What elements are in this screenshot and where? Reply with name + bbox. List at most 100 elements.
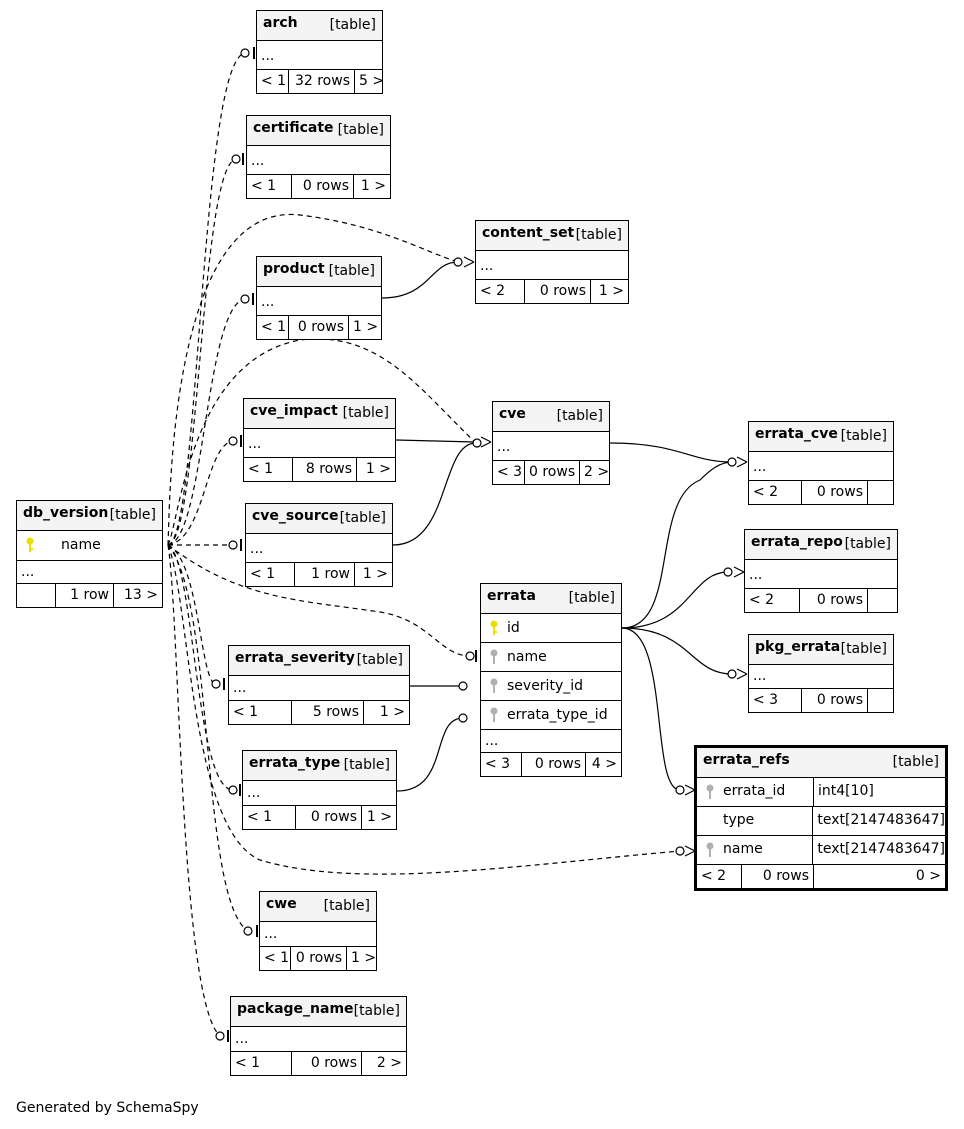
children-count[interactable] (867, 481, 893, 504)
parents-count[interactable]: < 1 (235, 1055, 261, 1071)
columns-ellipsis: ... (248, 436, 262, 452)
parents-count[interactable]: < 1 (261, 319, 287, 335)
children-count[interactable]: 4 > (585, 753, 621, 776)
children-count[interactable]: 1 > (363, 701, 409, 724)
edge-cve_impact-cve (395, 439, 476, 443)
table-name[interactable]: errata_severity (235, 650, 355, 666)
children-count[interactable] (867, 689, 893, 712)
children-count[interactable]: 13 > (113, 584, 162, 607)
children-count[interactable]: 1 > (356, 458, 395, 481)
table-type: [table] (109, 507, 156, 523)
parents-count[interactable]: < 1 (247, 809, 273, 825)
parents-count[interactable]: < 3 (485, 756, 511, 772)
zero-marker (211, 679, 221, 689)
children-count[interactable]: 1 > (354, 563, 392, 586)
table-name[interactable]: cve_source (252, 508, 339, 524)
parents-count[interactable]: < 3 (497, 464, 523, 480)
table-name[interactable]: errata_refs (703, 752, 790, 768)
parents-count[interactable]: < 2 (701, 868, 727, 884)
table-name[interactable]: certificate (253, 120, 334, 136)
table-name[interactable]: content_set (482, 225, 575, 241)
table-name[interactable]: errata_repo (751, 534, 843, 550)
table-name[interactable]: errata (487, 588, 536, 604)
columns-ellipsis: ... (21, 564, 35, 580)
zero-marker (723, 567, 733, 577)
parents-count[interactable]: < 3 (753, 692, 779, 708)
row-count: 0 rows (801, 481, 867, 504)
table-name[interactable]: product (263, 261, 325, 277)
children-count[interactable]: 1 > (348, 316, 381, 339)
table-name[interactable]: cve (499, 406, 526, 422)
edge-db_version-content_set (167, 214, 459, 546)
zero-marker (675, 785, 685, 795)
parents-count[interactable]: < 2 (753, 484, 779, 500)
row-count: 0 rows (291, 175, 353, 198)
primary-key-icon (490, 620, 498, 635)
foreign-key-icon (490, 678, 498, 693)
table-name[interactable]: arch (263, 15, 298, 31)
parents-count[interactable]: < 1 (233, 704, 259, 720)
zero-marker (231, 154, 241, 164)
columns-ellipsis: ... (235, 1031, 249, 1047)
parents-count[interactable]: < 1 (261, 73, 287, 89)
parents-count[interactable]: < 1 (250, 566, 276, 582)
row-count: 0 rows (288, 316, 348, 339)
parents-count[interactable]: < 1 (248, 461, 274, 477)
table-name[interactable]: package_name (237, 1001, 354, 1017)
table-name[interactable]: errata_type (249, 755, 341, 771)
column-name: errata_id (723, 783, 786, 799)
row-count: 0 rows (799, 589, 867, 612)
parents-count[interactable]: < 2 (749, 592, 775, 608)
row-count: 32 rows (288, 70, 354, 93)
table-name[interactable]: db_version (23, 505, 109, 521)
table-name[interactable]: cve_impact (250, 403, 338, 419)
parents-count[interactable]: < 1 (251, 178, 277, 194)
columns-ellipsis: ... (250, 541, 264, 557)
parents-count[interactable]: < 1 (264, 950, 290, 966)
column-row: id (481, 613, 621, 642)
children-count[interactable]: 1 > (590, 280, 628, 303)
children-count[interactable]: 1 > (346, 947, 376, 970)
table-name[interactable]: errata_cve (755, 426, 838, 442)
zero-marker (228, 785, 238, 795)
parents-count[interactable] (17, 584, 55, 607)
table-type: [table] (556, 408, 603, 424)
table-type: [table] (329, 17, 376, 33)
row-count: 0 rows (295, 806, 361, 829)
table-name[interactable]: cwe (266, 896, 297, 912)
children-count[interactable] (867, 589, 897, 612)
crowfoot-marker (736, 456, 748, 468)
edge-db_version-cve_impact (167, 440, 234, 546)
children-count[interactable]: 1 > (353, 175, 390, 198)
children-count[interactable]: 2 > (579, 461, 609, 484)
table-name[interactable]: pkg_errata (755, 639, 841, 655)
children-count[interactable]: 5 > (354, 70, 384, 93)
children-count[interactable]: 0 > (813, 865, 945, 888)
table-type: [table] (342, 405, 389, 421)
children-count[interactable]: 1 > (361, 806, 396, 829)
parents-count[interactable]: < 2 (480, 283, 506, 299)
children-count[interactable]: 2 > (361, 1052, 406, 1075)
edge-db_version-product (167, 298, 246, 546)
edge-cve-errata_cve (609, 442, 733, 463)
table-errata[interactable]: errata[table] id name severity_id errata… (480, 583, 622, 777)
foreign-key-icon (706, 784, 714, 799)
foreign-key-icon (490, 649, 498, 664)
